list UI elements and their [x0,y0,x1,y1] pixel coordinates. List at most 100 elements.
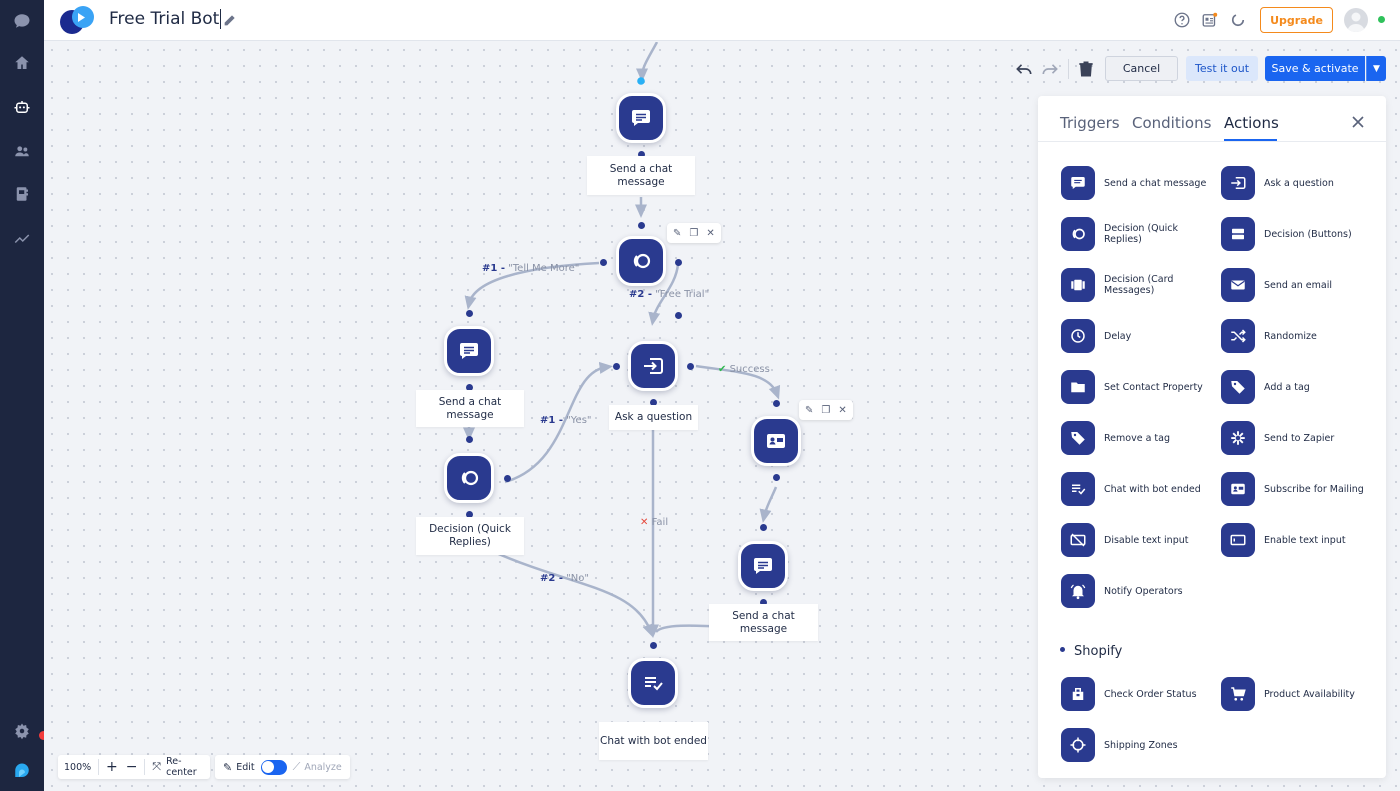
sync-icon[interactable] [1229,11,1247,29]
connector-dot[interactable] [650,399,657,406]
recenter-icon[interactable]: ⤧ [152,760,162,773]
action-send-email[interactable]: Send an email [1221,268,1371,302]
connector-dot[interactable] [466,436,473,443]
action-remove-tag[interactable]: Remove a tag [1061,421,1211,455]
redo-icon[interactable] [1040,59,1060,79]
flow-connectors [463,42,781,638]
edit-analyze-toggle[interactable] [260,759,287,775]
action-notify-operators[interactable]: Notify Operators [1061,574,1211,608]
connector-dot[interactable] [613,363,620,370]
home-icon[interactable] [10,51,34,75]
action-add-tag[interactable]: Add a tag [1221,370,1371,404]
duplicate-icon[interactable]: ❐ [689,227,699,239]
connector-dot[interactable] [687,363,694,370]
save-dropdown-chevron-icon[interactable]: ▼ [1366,56,1386,81]
connector-dot[interactable] [638,222,645,229]
node-send-chat-message-right[interactable] [738,541,788,591]
save-activate-button[interactable]: Save & activate [1265,56,1365,81]
email-icon [1221,268,1255,302]
folder-icon [1061,370,1095,404]
action-subscribe-for-mailing[interactable]: Subscribe for Mailing [1221,472,1371,506]
bell-icon [1061,574,1095,608]
help-icon[interactable] [1173,11,1191,29]
action-send-to-zapier[interactable]: Send to Zapier [1221,421,1371,455]
trash-icon[interactable] [1076,59,1096,79]
analyze-mode-label[interactable]: Analyze [304,761,342,773]
node-decision-quick-replies-left[interactable] [444,453,494,503]
edge-label-fail: ✕ Fail [640,517,669,528]
action-chat-with-bot-ended[interactable]: Chat with bot ended [1061,472,1211,506]
cancel-button[interactable]: Cancel [1105,56,1178,81]
connector-dot[interactable] [466,310,473,317]
action-delay[interactable]: Delay [1061,319,1211,353]
brand-logo-icon[interactable] [10,759,34,783]
action-enable-text-input[interactable]: Enable text input [1221,523,1371,557]
quick-replies-icon [1061,217,1095,251]
cart-icon [1221,677,1255,711]
connector-dot[interactable] [675,312,682,319]
edit-icon[interactable]: ✎ [805,404,814,416]
tag-icon [1061,421,1095,455]
ask-question-icon [644,358,663,374]
campaigns-icon[interactable] [10,182,34,206]
action-decision-buttons[interactable]: Decision (Buttons) [1221,217,1371,251]
duplicate-icon[interactable]: ❐ [821,404,831,416]
upgrade-button[interactable]: Upgrade [1260,7,1333,33]
action-ask-question[interactable]: Ask a question [1221,166,1371,200]
undo-icon[interactable] [1014,59,1034,79]
delete-icon[interactable]: ✕ [706,227,715,239]
chat-icon[interactable] [10,9,34,33]
bot-title[interactable]: Free Trial Bot [109,9,222,29]
connector-dot[interactable] [638,151,645,158]
mode-controls: ✎ Edit ⟋ Analyze [215,755,350,779]
action-check-order-status[interactable]: Check Order Status [1061,677,1211,711]
node-chat-ended[interactable] [628,658,678,708]
node-subscribe-for-mailing[interactable] [751,416,801,466]
action-product-availability[interactable]: Product Availability [1221,677,1371,711]
connector-dot[interactable] [675,259,682,266]
connector-dot[interactable] [650,642,657,649]
disable-input-icon [1061,523,1095,557]
delete-icon[interactable]: ✕ [838,404,847,416]
connector-dot[interactable] [466,384,473,391]
node-decision-quick-replies-top[interactable] [616,236,666,286]
connector-dot[interactable] [600,259,607,266]
action-decision-quick-replies[interactable]: Decision (Quick Replies) [1061,217,1211,251]
analytics-icon[interactable] [10,226,34,250]
connector-dot[interactable] [760,524,767,531]
buttons-icon [1221,217,1255,251]
actions-panel: Triggers Conditions Actions Send a chat … [1038,96,1386,778]
test-it-out-button[interactable]: Test it out [1186,56,1258,81]
connector-dot[interactable] [773,474,780,481]
edit-icon[interactable]: ✎ [673,227,682,239]
connector-dot[interactable] [773,400,780,407]
close-icon[interactable] [1350,114,1366,130]
tab-triggers[interactable]: Triggers [1060,114,1120,132]
chat-ended-icon [645,677,663,691]
action-disable-text-input[interactable]: Disable text input [1061,523,1211,557]
node-send-chat-message-left[interactable] [444,326,494,376]
recenter-button[interactable]: Re-center [166,756,197,778]
connector-dot[interactable] [466,511,473,518]
action-randomize[interactable]: Randomize [1221,319,1371,353]
action-set-contact-property[interactable]: Set Contact Property [1061,370,1211,404]
node-send-chat-message-top[interactable] [616,93,666,143]
contacts-icon[interactable] [10,139,34,163]
connector-dot[interactable] [504,475,511,482]
news-icon[interactable] [1201,11,1219,29]
node-ask-question[interactable] [628,341,678,391]
tab-actions[interactable]: Actions [1224,114,1279,132]
action-send-chat-message[interactable]: Send a chat message [1061,166,1211,200]
action-decision-card-messages[interactable]: Decision (Card Messages) [1061,268,1211,302]
connector-dot[interactable] [760,599,767,606]
bot-icon[interactable] [0,95,44,119]
settings-icon[interactable] [10,719,34,743]
subscribe-icon [1221,472,1255,506]
edit-pencil-icon[interactable] [222,12,238,28]
action-shipping-zones[interactable]: Shipping Zones [1061,728,1211,762]
zoom-in-icon[interactable]: + [106,759,118,775]
tab-conditions[interactable]: Conditions [1132,114,1212,132]
avatar[interactable] [1344,8,1368,32]
zoom-out-icon[interactable]: − [125,759,138,775]
edit-mode-label[interactable]: Edit [236,761,255,773]
